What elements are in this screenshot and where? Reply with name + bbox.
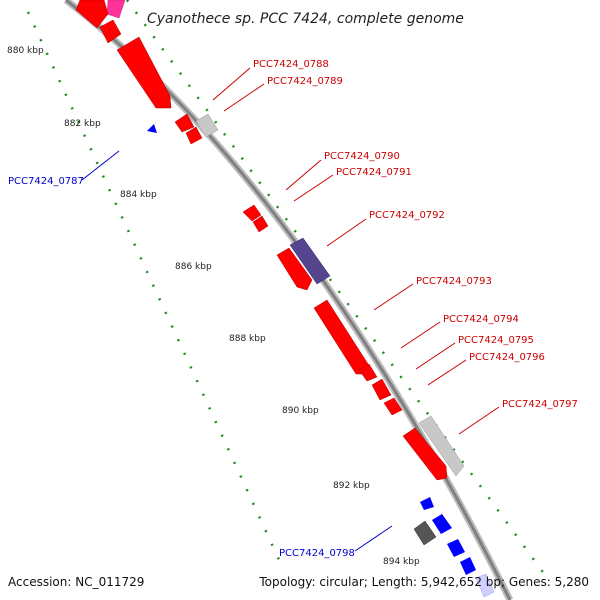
gene-0788	[174, 113, 195, 133]
gene-0792	[289, 237, 331, 285]
tick-label-880: 880 kbp	[7, 46, 44, 56]
gene-0796	[371, 378, 392, 401]
tick-label-892: 892 kbp	[333, 481, 370, 491]
gene-0791	[252, 215, 269, 233]
gene-pink-top	[106, 0, 126, 19]
topology-text: Topology: circular; Length: 5,942,652 bp…	[258, 575, 589, 589]
genome-backbone-core	[65, 0, 512, 600]
leader-lines-red	[212, 67, 500, 435]
tick-label-886: 886 kbp	[175, 262, 212, 272]
gene-0790	[242, 204, 262, 222]
gene-0798-c	[447, 539, 465, 557]
gene-label-0798: PCC7424_0798	[279, 548, 355, 559]
gene-top-b	[99, 19, 122, 44]
accession-text: Accession: NC_011729	[8, 575, 144, 589]
genome-backbone	[63, 0, 514, 600]
gene-label-0795: PCC7424_0795	[458, 335, 534, 346]
gene-0797	[402, 427, 448, 481]
gene-label-0788: PCC7424_0788	[253, 59, 329, 70]
tick-label-882: 882 kbp	[64, 119, 101, 129]
gene-label-0793: PCC7424_0793	[416, 276, 492, 287]
gene-label-0796: PCC7424_0796	[469, 352, 545, 363]
tick-label-888: 888 kbp	[229, 334, 266, 344]
gene-0798-b	[432, 514, 452, 534]
gene-label-0797: PCC7424_0797	[502, 399, 578, 410]
gene-label-0794: PCC7424_0794	[443, 314, 519, 325]
gene-0789-red	[185, 126, 203, 145]
tick-label-884: 884 kbp	[120, 190, 157, 200]
gene-0798-a	[420, 497, 434, 510]
gene-0798-dark	[413, 520, 437, 546]
gene-label-0787: PCC7424_0787	[8, 176, 84, 187]
gene-0798-e	[475, 573, 495, 598]
gene-0798-d	[460, 557, 476, 575]
gene-0787	[147, 124, 157, 133]
gene-0795	[358, 363, 378, 382]
gene-label-0790: PCC7424_0790	[324, 151, 400, 162]
gene-0788-body	[116, 36, 172, 109]
gene-0789-rna	[195, 113, 219, 138]
gene-0796-b	[383, 397, 403, 416]
tick-label-890: 890 kbp	[282, 406, 319, 416]
gene-0797-rna	[418, 415, 465, 477]
gene-label-0791: PCC7424_0791	[336, 167, 412, 178]
map-title: Cyanothece sp. PCC 7424, complete genome	[147, 11, 464, 27]
leader-lines-blue	[81, 150, 393, 552]
gene-0793	[276, 247, 313, 291]
gene-label-0792: PCC7424_0792	[369, 210, 445, 221]
gene-top-a	[75, 0, 109, 29]
tick-label-894: 894 kbp	[383, 557, 420, 567]
gene-label-0789: PCC7424_0789	[267, 76, 343, 87]
